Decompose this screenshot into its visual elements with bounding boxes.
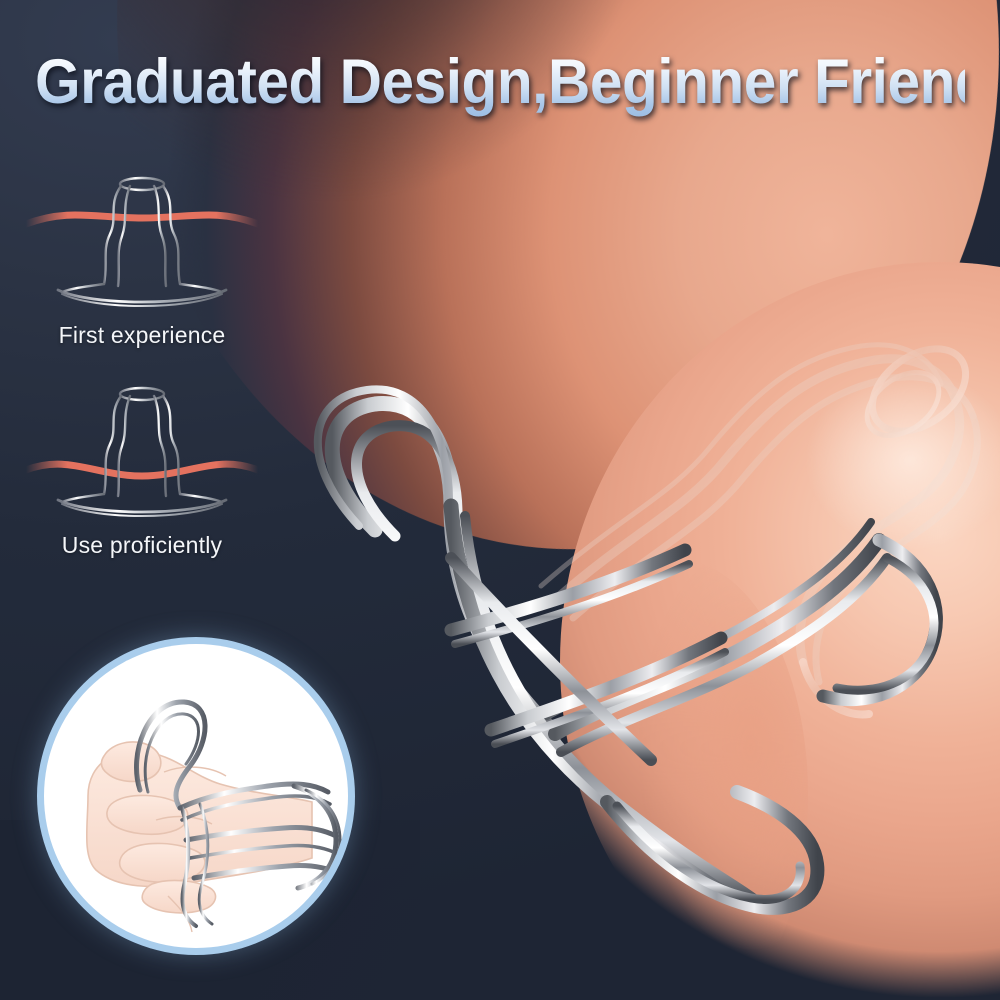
- product-illustration: [313, 342, 981, 915]
- page-title: Graduated Design,Beginner Friendly: [35, 47, 1000, 117]
- inset-product: [134, 699, 343, 928]
- product-chrome-frame: [313, 385, 943, 915]
- feature-label-1: First experience: [58, 322, 226, 348]
- feature-first-experience: First experience: [22, 168, 262, 349]
- feature-diagram-2: [22, 378, 262, 526]
- inset-hand-holding-product: [44, 644, 348, 948]
- feature-diagram-1: [22, 168, 262, 316]
- feature-use-proficiently: Use proficiently: [22, 378, 262, 559]
- feature-label-2: Use proficiently: [61, 532, 223, 558]
